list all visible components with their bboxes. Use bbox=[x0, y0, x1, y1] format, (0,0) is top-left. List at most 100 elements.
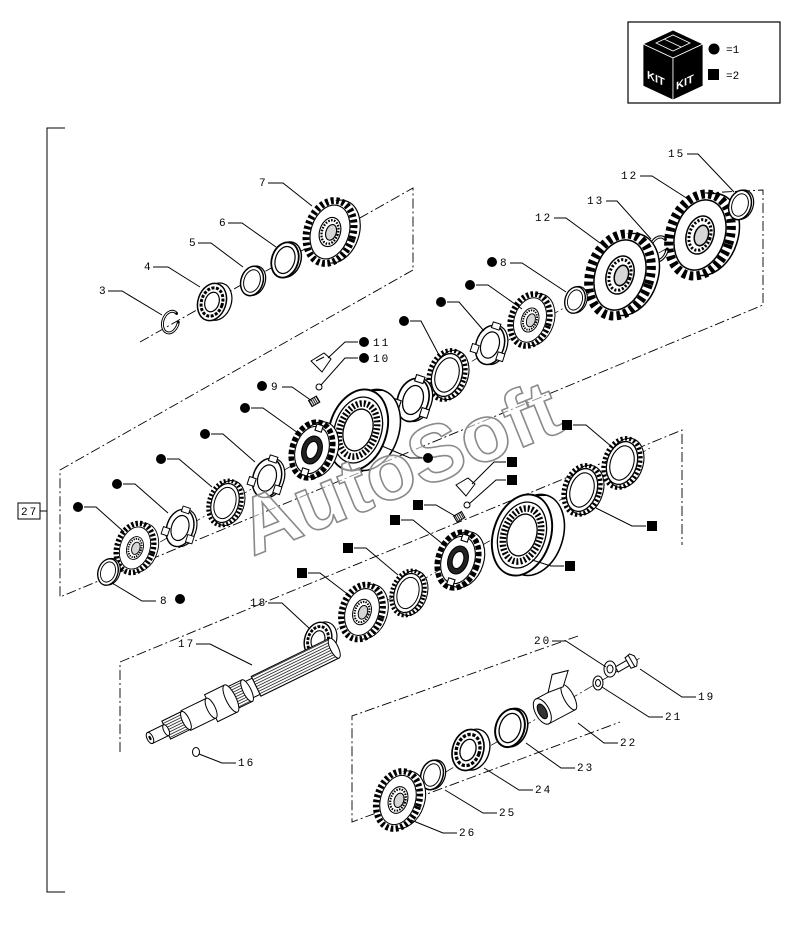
kit2-marker bbox=[297, 568, 307, 578]
part-19-bolt bbox=[614, 653, 638, 673]
callout-22: 22 bbox=[620, 738, 637, 750]
part-17-shaft bbox=[145, 637, 341, 745]
kit1-marker bbox=[359, 353, 369, 363]
kit1-marker bbox=[175, 594, 185, 604]
leader-line-kit2-b bbox=[595, 507, 646, 527]
leader-line-21 bbox=[601, 686, 663, 718]
leader-line-kit2-ball bbox=[468, 479, 506, 505]
kit1-marker bbox=[156, 454, 166, 464]
kit2-ball bbox=[463, 501, 471, 509]
kit1-key-text: =1 bbox=[726, 45, 740, 57]
part-21-washer bbox=[592, 675, 604, 691]
callout-6: 6 bbox=[219, 218, 228, 230]
kit2-marker bbox=[390, 515, 400, 525]
kit1-marker bbox=[436, 297, 446, 307]
leader-line-kit1-c bbox=[410, 320, 441, 358]
leader-line-kit2-gear bbox=[308, 572, 351, 597]
kit2-square-marker bbox=[708, 69, 719, 80]
leader-line-kit2-c bbox=[354, 547, 399, 576]
kit2-marker bbox=[565, 561, 575, 571]
kit1-marker bbox=[73, 502, 83, 512]
kit1-circle-marker bbox=[708, 43, 720, 55]
leader-line-8-lower bbox=[111, 582, 156, 602]
kit1-keyed-ring-a bbox=[466, 317, 515, 371]
leader-line-3 bbox=[108, 290, 163, 316]
kit2-marker bbox=[343, 543, 353, 553]
kit2-marker bbox=[647, 521, 657, 531]
kit1-marker bbox=[240, 403, 250, 413]
callout-21: 21 bbox=[665, 712, 682, 724]
kit1-markers bbox=[73, 257, 497, 604]
leader-lines bbox=[84, 153, 735, 834]
leader-line-4 bbox=[153, 266, 201, 288]
kit2-gear bbox=[334, 577, 395, 646]
kit2-synchro-ring-c bbox=[383, 563, 436, 623]
callout-11: 11 bbox=[373, 338, 390, 350]
leader-line-10 bbox=[320, 357, 358, 386]
group-bracket bbox=[46, 127, 65, 893]
kit2-sliding-sleeve bbox=[482, 483, 574, 587]
kit1-marker bbox=[487, 257, 497, 267]
leader-line-8-upper bbox=[510, 262, 567, 293]
part-5-ring bbox=[236, 261, 271, 301]
leader-line-kit1-e bbox=[211, 433, 256, 463]
leader-line-kit2-sleeve bbox=[531, 559, 564, 567]
callout-25: 25 bbox=[499, 808, 516, 820]
kit2-marker bbox=[413, 500, 423, 510]
kit2-detent-clip bbox=[455, 477, 476, 497]
kit1-marker bbox=[112, 479, 122, 489]
kit1-marker bbox=[200, 429, 210, 439]
callout-24: 24 bbox=[535, 785, 552, 797]
assembly-outline-middle bbox=[59, 189, 764, 598]
callout-19: 19 bbox=[698, 692, 715, 704]
leader-line-7 bbox=[268, 182, 313, 207]
leader-line-kit1-g bbox=[123, 483, 169, 514]
assembly-outline-lower bbox=[119, 429, 683, 752]
kit2-marker bbox=[507, 475, 517, 485]
leader-line-12-inner bbox=[554, 217, 601, 244]
kit1-keyed-ring-d bbox=[158, 501, 203, 552]
part-22-shift-fork bbox=[532, 669, 578, 725]
part-20-washer bbox=[603, 660, 617, 678]
kit-cube-icon: KIT KIT bbox=[642, 29, 704, 101]
callout-16: 16 bbox=[238, 758, 255, 770]
callout-18: 18 bbox=[250, 598, 267, 610]
kit1-marker bbox=[359, 337, 369, 347]
leader-line-17 bbox=[196, 643, 253, 666]
kit2-key-text: =2 bbox=[726, 71, 739, 83]
callout-12-outer: 12 bbox=[621, 171, 638, 183]
leader-line-19 bbox=[639, 668, 696, 698]
leader-line-25 bbox=[444, 789, 497, 814]
callout-17: 17 bbox=[178, 639, 195, 651]
callout-10: 10 bbox=[373, 354, 390, 366]
part-3-snap-ring bbox=[158, 307, 184, 337]
kit1-gear-small bbox=[504, 287, 562, 353]
leader-line-kit2-spring bbox=[424, 504, 456, 517]
kit-legend: KIT KIT =1 =2 bbox=[627, 21, 781, 104]
part-24-bearing bbox=[445, 721, 497, 778]
leader-line-22 bbox=[577, 722, 618, 744]
leader-line-24 bbox=[483, 767, 533, 791]
leader-line-kit1-d bbox=[251, 407, 299, 434]
part-16-ball bbox=[192, 747, 200, 757]
leader-line-23 bbox=[525, 742, 575, 769]
leader-line-kit1-sleeve bbox=[381, 445, 422, 459]
callout-26: 26 bbox=[459, 828, 476, 840]
callout-5: 5 bbox=[189, 238, 198, 250]
leader-line-18 bbox=[268, 602, 311, 630]
leader-line-kit2-clip bbox=[471, 461, 506, 485]
callout-15: 15 bbox=[668, 149, 685, 161]
leader-line-kit2-a bbox=[573, 424, 613, 448]
leader-line-kit2-hub bbox=[401, 519, 445, 546]
part-8-ring-upper bbox=[560, 282, 592, 318]
leader-line-kit1-b bbox=[447, 301, 485, 332]
kit1-marker bbox=[423, 453, 433, 463]
leader-line-16 bbox=[198, 753, 236, 764]
group-label: 27 bbox=[21, 507, 38, 519]
leader-line-11 bbox=[327, 341, 358, 359]
kit2-markers bbox=[297, 420, 657, 578]
kit1-marker bbox=[399, 316, 409, 326]
callout-8-lower: 8 bbox=[160, 596, 169, 608]
callout-12-inner: 12 bbox=[535, 213, 552, 225]
